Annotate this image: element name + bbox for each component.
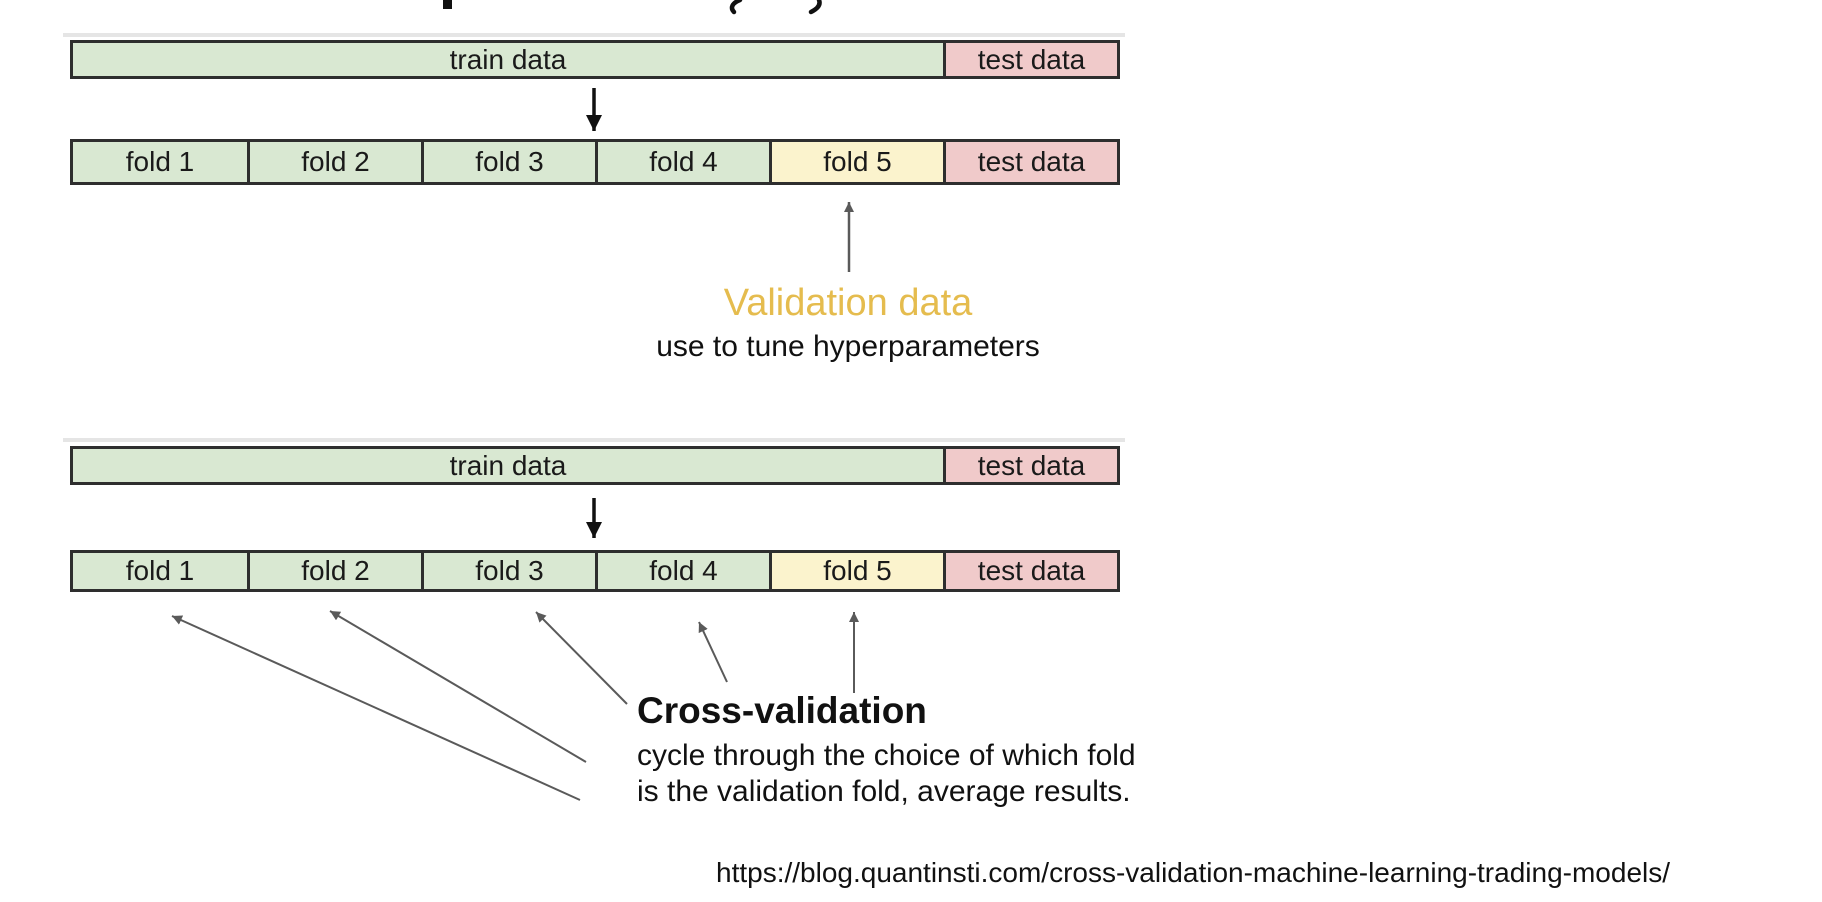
diagram1-fold-bar: fold 1 fold 2 fold 3 fold 4 fold 5 test …: [70, 139, 1120, 185]
source-url: https://blog.quantinsti.com/cross-valida…: [716, 857, 1671, 888]
fold-label: fold 2: [301, 555, 370, 586]
fold-label: fold 2: [301, 146, 370, 177]
test-data-label: test data: [977, 146, 1086, 177]
arrow-to-fold-1: [171, 615, 581, 801]
test-data-label: test data: [977, 43, 1086, 75]
train-data-label: train data: [449, 43, 567, 75]
cropped-artifact-line: [63, 33, 1125, 37]
fold-label: fold 3: [475, 555, 544, 586]
validation-fold-segment: fold 5: [769, 142, 943, 182]
validation-data-subtitle: use to tune hyperparameters: [656, 330, 1040, 363]
diagram1-train-test-bar: train data test data: [70, 40, 1120, 79]
arrow-to-fold-2: [329, 610, 587, 763]
fold-label: fold 5: [823, 146, 892, 177]
fold-label: fold 4: [649, 555, 718, 586]
train-data-segment: train data: [73, 449, 943, 482]
test-data-segment: test data: [943, 553, 1117, 589]
cross-validation-line2: is the validation fold, average results.: [637, 775, 1131, 808]
fold-label: fold 3: [475, 146, 544, 177]
fold-label: fold 1: [125, 146, 195, 177]
arrow-to-fold-3: [535, 611, 628, 705]
test-data-label: test data: [977, 449, 1086, 481]
fold-label: fold 1: [125, 555, 195, 586]
test-data-label: test data: [977, 555, 1086, 586]
validation-data-title: Validation data: [723, 282, 973, 324]
validation-fold-segment: fold 5: [769, 553, 943, 589]
test-data-segment: test data: [942, 43, 1117, 76]
diagram2-fold-bar: fold 1 fold 2 fold 3 fold 4 fold 5 test …: [70, 550, 1120, 592]
fold-segment: fold 2: [247, 142, 421, 182]
validation-annotation: Validation data use to tune hyperparamet…: [548, 281, 1148, 365]
fold-label: fold 4: [649, 146, 718, 177]
fold-segment: fold 4: [595, 142, 769, 182]
fold-segment: fold 3: [421, 553, 595, 589]
cross-validation-line1: cycle through the choice of which fold: [637, 739, 1136, 772]
fold-segment: fold 1: [73, 553, 247, 589]
diagram2-train-test-bar: train data test data: [70, 446, 1120, 485]
cross-validation-title: Cross-validation: [637, 690, 927, 731]
fold-label: fold 5: [823, 555, 892, 586]
fold-segment: fold 3: [421, 142, 595, 182]
cropped-artifact-line: [63, 438, 1125, 442]
cross-validation-annotation: Cross-validation cycle through the choic…: [637, 689, 1257, 810]
test-data-segment: test data: [942, 449, 1117, 482]
train-data-label: train data: [449, 449, 567, 481]
fold-segment: fold 4: [595, 553, 769, 589]
arrow-to-fold-4: [698, 621, 728, 683]
fold-segment: fold 2: [247, 553, 421, 589]
cropped-title-fragment: [443, 0, 822, 15]
test-data-segment: test data: [943, 142, 1117, 182]
fold-segment: fold 1: [73, 142, 247, 182]
train-data-segment: train data: [73, 43, 943, 76]
